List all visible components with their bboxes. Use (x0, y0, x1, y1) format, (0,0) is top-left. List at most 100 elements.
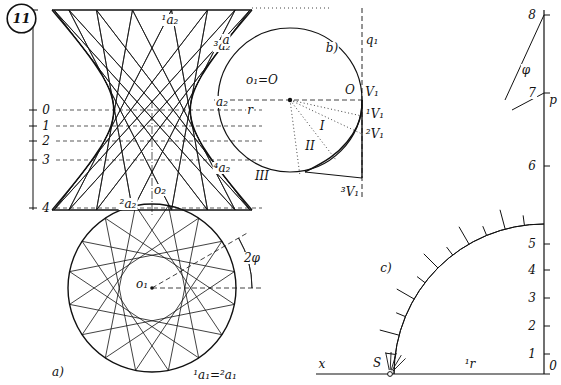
tick (29, 160, 37, 161)
generator-line (69, 10, 250, 210)
arc-tick (483, 226, 487, 235)
generator-line (54, 10, 235, 210)
generator-chord (136, 206, 222, 335)
figure-label: 2 (41, 135, 51, 147)
figure-label: 5 (527, 238, 537, 250)
figure-label: b) (325, 42, 339, 54)
line (305, 172, 362, 178)
ray-line (393, 358, 406, 371)
point-s (388, 372, 393, 377)
center-dot (288, 98, 292, 102)
contour-hyperbola (52, 10, 114, 210)
figure-label: ⁴a₂ (213, 162, 232, 174)
level-line (56, 160, 262, 161)
figure-label: I (319, 120, 326, 132)
ray-line (290, 100, 300, 176)
generator-line (69, 10, 250, 210)
ray-line (386, 352, 390, 370)
construction-b (214, 8, 362, 200)
figure-label: 0 (548, 360, 558, 372)
tick (544, 270, 550, 271)
figure-label: 3 (527, 292, 537, 304)
figure-label: 4 (527, 264, 537, 276)
axis-x (316, 373, 544, 374)
tick (544, 244, 550, 245)
figure-label: III (254, 170, 270, 182)
arc-tick (424, 254, 438, 268)
level-line (56, 110, 262, 111)
figure-label: x (318, 358, 327, 370)
center-line (152, 232, 249, 288)
ray-line (290, 100, 362, 134)
figure-label: a (221, 34, 230, 46)
arc-tick (396, 313, 405, 317)
level-line (56, 208, 262, 209)
figure-label: 2φ (243, 252, 261, 264)
tick (29, 110, 37, 111)
tangent-curve (305, 100, 362, 172)
figure-label: a) (51, 366, 65, 378)
figure-label: o₂ (153, 184, 167, 196)
figure-label: o₁=O (245, 74, 279, 86)
figure-label: II (304, 140, 315, 152)
tick (29, 126, 37, 127)
figure-label: 3 (41, 154, 51, 166)
top-circle-edge (52, 9, 252, 10)
figure-label: o₁ (135, 278, 149, 290)
arc-tick (385, 353, 395, 354)
axis-p (543, 10, 544, 374)
figure-label: V₁ (364, 86, 379, 98)
figure-label: 8 (527, 9, 537, 21)
center-line (152, 288, 264, 289)
generator-chord (105, 272, 234, 358)
arc-tick (500, 210, 505, 229)
trace-segment (361, 100, 362, 178)
tick (29, 141, 37, 142)
arc-tick (417, 277, 425, 283)
figure-label: ¹a₁=²a₁ (192, 369, 238, 381)
figure-label: q₁ (365, 34, 380, 46)
figure-label: ¹a₂ (161, 14, 180, 26)
generator-chord (168, 218, 198, 370)
generator-line (69, 10, 250, 210)
figure-label: c) (379, 262, 392, 274)
figure-label: 1 (41, 120, 51, 132)
tick (544, 298, 550, 299)
scale-arc (394, 224, 544, 374)
figure-label: S (372, 357, 382, 369)
generator-chord (82, 206, 168, 335)
center-dot (150, 286, 154, 290)
reference-line (252, 8, 330, 9)
scale-c (316, 0, 553, 376)
inclined-line (505, 15, 544, 100)
front-view (28, 8, 330, 216)
figure-label: 6 (527, 160, 537, 172)
ray-line (290, 100, 336, 160)
figure-label: 0 (41, 104, 51, 116)
generator-chord (70, 241, 222, 271)
circle-shape (7, 4, 36, 33)
figure-number: 11 (12, 12, 30, 25)
figure-label: 7 (527, 87, 537, 99)
figure-number-circle: 11 (6, 3, 37, 34)
tick (544, 374, 550, 375)
tick (544, 354, 550, 355)
figure-label: a₂ (215, 96, 229, 108)
ray-line (290, 100, 362, 116)
plan-view (68, 204, 264, 372)
tick (544, 15, 550, 16)
figure-label: r (246, 104, 254, 116)
figure-label: 2 (527, 320, 537, 332)
figure-label: p (548, 94, 558, 106)
figure-label: ³V₁ (340, 186, 360, 198)
generator-line (54, 10, 235, 210)
figure-label: 1 (527, 348, 537, 360)
figure-label: φ (521, 64, 531, 76)
tick (29, 208, 37, 209)
level-line (56, 126, 262, 127)
figure-label: ¹V₁ (365, 108, 385, 120)
tick (544, 326, 550, 327)
generator-chord (105, 218, 234, 304)
